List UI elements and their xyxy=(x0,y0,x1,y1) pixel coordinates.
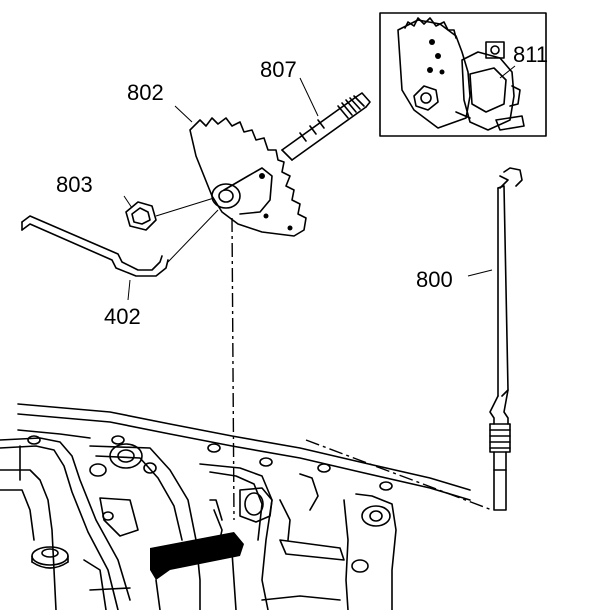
part-800-rod: 800 xyxy=(416,167,523,511)
centerlines xyxy=(231,217,493,521)
callout-807: 807 xyxy=(260,57,297,82)
callout-800: 800 xyxy=(416,267,453,292)
callout-802: 802 xyxy=(127,80,164,105)
callout-803: 803 xyxy=(56,172,93,197)
inset-detail: 811 xyxy=(379,12,548,137)
part-803-nut: 803 xyxy=(56,172,215,231)
callout-402: 402 xyxy=(104,304,141,329)
part-402-link: 402 xyxy=(21,209,219,329)
part-807-shaft: 807 xyxy=(260,57,371,161)
part-802-detent-lever: 802 xyxy=(127,80,307,237)
callout-811: 811 xyxy=(513,42,548,67)
transmission-case xyxy=(0,403,471,610)
